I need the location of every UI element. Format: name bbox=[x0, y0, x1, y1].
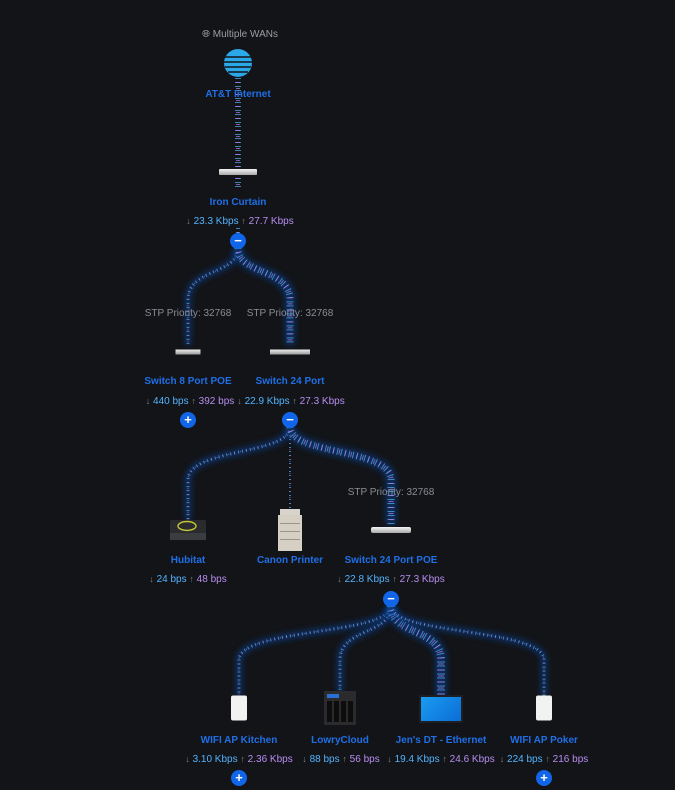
node-name-att[interactable]: AT&T Internet bbox=[205, 89, 271, 100]
node-stats-ap-poker: ↓ 224 bps ↑ 216 bps bbox=[499, 754, 589, 765]
node-stats-iron-curtain: ↓ 23.3 Kbps ↑ 27.7 Kbps bbox=[186, 216, 294, 227]
switch-device-icon[interactable] bbox=[270, 349, 310, 355]
node-stats-hubitat: ↓ 24 bps ↑ 48 bps bbox=[149, 574, 227, 585]
link-glow bbox=[387, 604, 548, 696]
link-traffic-up bbox=[339, 605, 392, 692]
link-traffic bbox=[389, 605, 546, 696]
node-stats-lowrycloud: ↓ 88 bps ↑ 56 bps bbox=[302, 754, 380, 765]
node-name-canon-printer[interactable]: Canon Printer bbox=[256, 555, 324, 566]
link-glow bbox=[232, 247, 296, 345]
switch-device-icon[interactable] bbox=[175, 349, 201, 355]
node-stats-switch-24-poe: ↓ 22.8 Kbps ↑ 27.3 Kbps bbox=[337, 574, 445, 585]
node-name-switch-24-poe[interactable]: Switch 24 Port POE bbox=[344, 555, 438, 566]
node-stats-switch-8: ↓ 440 bps ↑ 392 bps bbox=[145, 396, 235, 407]
nas-device-icon[interactable] bbox=[324, 691, 356, 725]
node-name-ap-poker[interactable]: WIFI AP Poker bbox=[510, 735, 578, 746]
stp-priority-sw24poe: STP Priority: 32768 bbox=[347, 487, 435, 498]
node-stats-ap-kitchen: ↓ 3.10 Kbps ↑ 2.36 Kbps bbox=[185, 754, 293, 765]
collapse-button-iron-curtain[interactable]: − bbox=[230, 233, 246, 249]
multiple-wans-label[interactable]: 🌐︎ Multiple WANs bbox=[202, 29, 278, 40]
node-name-switch-24[interactable]: Switch 24 Port bbox=[255, 376, 325, 387]
node-name-switch-8[interactable]: Switch 8 Port POE bbox=[144, 376, 232, 387]
switch-poe-device-icon[interactable] bbox=[371, 527, 411, 533]
link-glow bbox=[336, 605, 395, 692]
link-traffic-up bbox=[287, 426, 394, 525]
gateway-device-icon[interactable] bbox=[219, 169, 257, 175]
link-traffic bbox=[237, 605, 393, 696]
collapse-button-switch-24-poe[interactable]: − bbox=[383, 591, 399, 607]
att-globe-icon[interactable] bbox=[223, 48, 253, 78]
expand-button-switch-8[interactable]: + bbox=[180, 412, 196, 428]
node-name-ap-kitchen[interactable]: WIFI AP Kitchen bbox=[200, 735, 278, 746]
node-name-hubitat[interactable]: Hubitat bbox=[170, 555, 206, 566]
access-point-icon[interactable] bbox=[536, 695, 552, 721]
collapse-button-switch-24[interactable]: − bbox=[282, 412, 298, 428]
expand-button-ap-poker[interactable]: + bbox=[536, 770, 552, 786]
desktop-monitor-icon[interactable] bbox=[419, 695, 463, 723]
link-traffic-up bbox=[235, 247, 293, 345]
link-glow bbox=[235, 604, 395, 696]
expand-button-ap-kitchen[interactable]: + bbox=[231, 770, 247, 786]
printer-device-icon[interactable] bbox=[277, 509, 303, 551]
globe-network-icon: 🌐︎ bbox=[202, 29, 211, 40]
node-stats-jens-dt: ↓ 19.4 Kbps ↑ 24.6 Kbps bbox=[387, 754, 495, 765]
link-traffic bbox=[286, 426, 395, 525]
hubitat-device-icon[interactable] bbox=[168, 518, 208, 542]
node-name-iron-curtain[interactable]: Iron Curtain bbox=[209, 197, 267, 208]
access-point-icon[interactable] bbox=[231, 695, 247, 721]
node-name-jens-dt[interactable]: Jen's DT - Ethernet bbox=[395, 735, 487, 746]
link-traffic-up bbox=[187, 426, 291, 520]
link-traffic-up bbox=[187, 247, 239, 345]
stp-priority-sw8: STP Priority: 32768 bbox=[144, 308, 232, 319]
stp-priority-sw24: STP Priority: 32768 bbox=[246, 308, 334, 319]
node-name-lowrycloud[interactable]: LowryCloud bbox=[311, 735, 369, 746]
node-stats-switch-24: ↓ 22.9 Kbps ↑ 27.3 Kbps bbox=[237, 396, 345, 407]
link-glow bbox=[184, 426, 294, 520]
link-glow bbox=[184, 247, 242, 345]
